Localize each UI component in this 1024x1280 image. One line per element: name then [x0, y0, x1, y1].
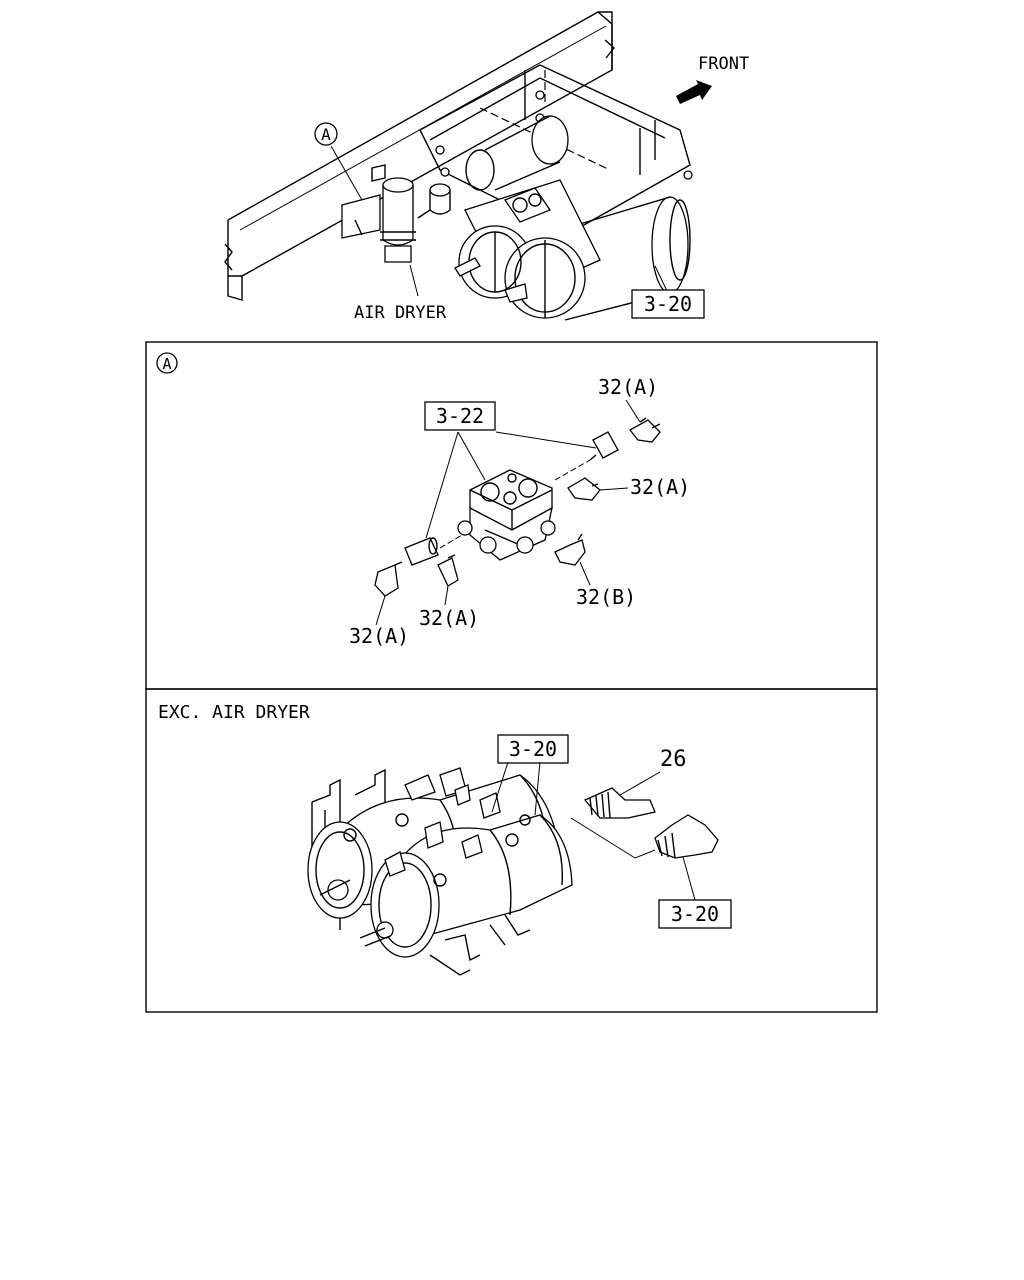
ref-3-20-panel-top: 3-20 [509, 737, 557, 761]
ref-3-20-box [631, 289, 705, 319]
part-32a-left: 32(A) [349, 624, 409, 648]
part-32a-mid: 32(A) [419, 606, 479, 630]
panel-a-marker-circle [156, 352, 178, 374]
front-arrow-icon [676, 80, 712, 104]
ref-3-22-box [424, 401, 496, 431]
ref-3-20-box-panel-bottom [658, 899, 732, 929]
ref-3-20-panel-bottom: 3-20 [671, 902, 719, 926]
front-label: FRONT [698, 54, 749, 74]
air-dryer-label: AIR DRYER [354, 303, 447, 323]
panel-exc-frame [145, 688, 878, 1013]
reservoir-tanks [307, 761, 719, 976]
valve-assembly [374, 399, 661, 626]
ref-3-20-box-panel-top [497, 734, 569, 764]
callout-a-label: A [321, 125, 331, 144]
ref-3-22: 3-22 [436, 404, 484, 428]
part-32b: 32(B) [576, 585, 636, 609]
part-32a-right: 32(A) [630, 475, 690, 499]
chassis-overview [224, 11, 712, 321]
panel-a-marker: A [162, 355, 171, 373]
part-26: 26 [660, 747, 687, 772]
callout-a-circle [314, 122, 338, 146]
panel-exc-heading: EXC. AIR DRYER [158, 702, 310, 723]
ref-3-20-top: 3-20 [644, 292, 692, 316]
part-32a-top: 32(A) [598, 375, 658, 399]
